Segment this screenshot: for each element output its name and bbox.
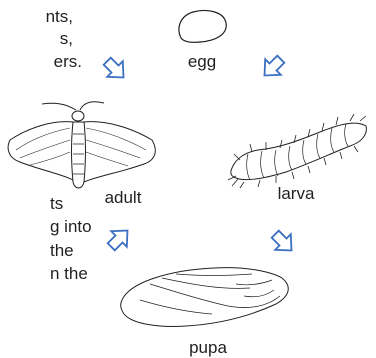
arrow-up-left-icon [104,224,134,254]
adult-moth-drawing [8,102,155,188]
stage-label-larva: larva [272,184,320,204]
egg-drawing [179,10,226,42]
arrow-down-left-icon [268,227,298,257]
pupa-drawing [121,268,289,327]
stage-label-egg: egg [182,52,222,72]
stage-label-pupa: pupa [184,338,232,358]
stage-label-adult: adult [98,188,148,208]
larva-drawing [228,114,366,188]
arrow-up-right-icon [100,54,130,84]
arrow-down-right-icon [258,52,288,82]
